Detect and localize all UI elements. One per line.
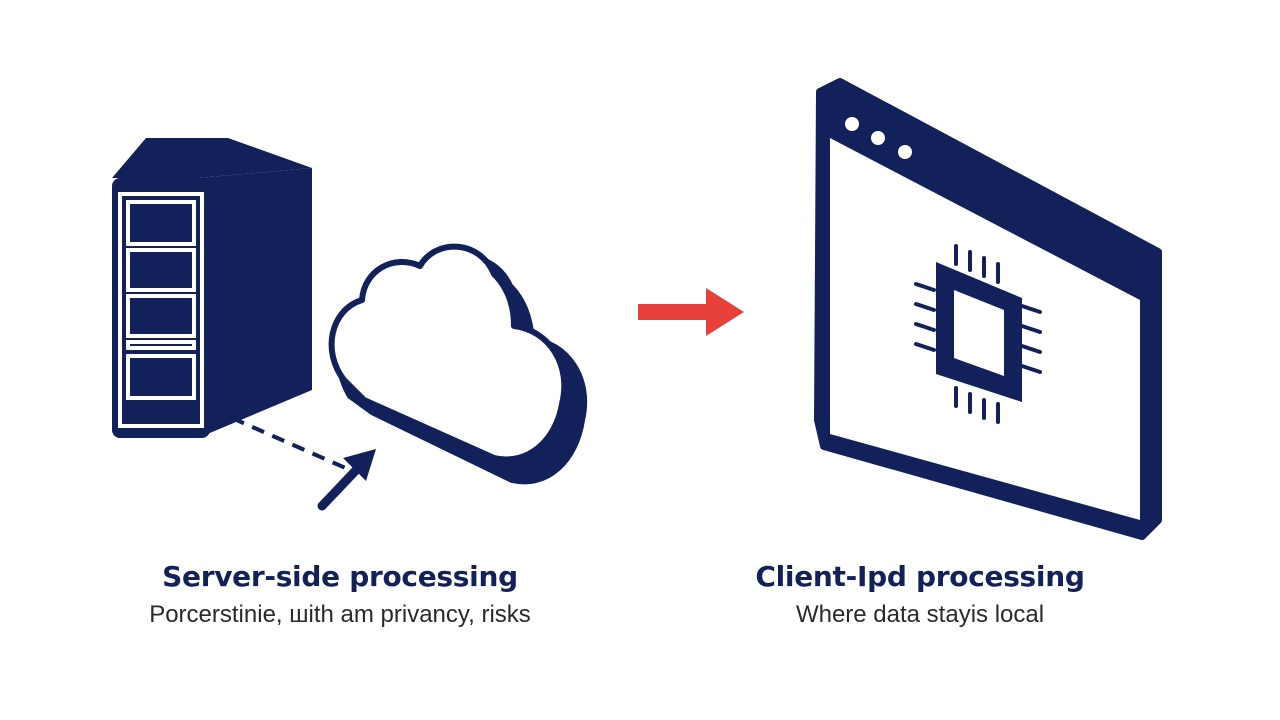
transition-arrow-shaft: [638, 304, 712, 320]
server-drive-bay: [126, 200, 196, 246]
chip-pins-bottom: [954, 386, 1000, 424]
browser-dot-icon: [871, 131, 885, 145]
server-drive-bay: [126, 294, 196, 338]
server-front-frame: [118, 192, 204, 428]
server-rack-icon: [112, 138, 312, 438]
server-drive-bay: [126, 354, 196, 400]
server-drive-bay: [126, 248, 196, 292]
chip-pins-left: [914, 282, 936, 352]
transition-arrow-head: [706, 288, 744, 336]
dashed-connector-line: [231, 416, 351, 472]
right-arrow-icon: [638, 288, 744, 336]
cloud-icon: [328, 243, 588, 485]
chip-die: [954, 290, 1004, 376]
server-drive-bay: [126, 340, 196, 350]
client-side-subtitle: Where data staуis local: [795, 601, 1045, 628]
server-top-face: [112, 138, 312, 178]
connector-arrow-head: [343, 449, 376, 481]
cpu-chip-icon: [914, 244, 1042, 424]
browser-dot-icon: [898, 145, 912, 159]
server-side-subtitle: Porcerstinie, шith am privancy, risks: [149, 601, 531, 628]
server-side-title: Server-side processing: [162, 560, 518, 593]
server-side-face: [198, 168, 312, 438]
server-side-caption: Server-side processing Porcerstinie, шit…: [80, 560, 600, 629]
client-side-title: Client-Ipd processing: [755, 560, 1085, 593]
cloud-front: [328, 243, 568, 463]
chip-pins-top: [954, 244, 1000, 284]
dashed-arrow-icon: [231, 416, 376, 511]
chip-pins-right: [1020, 304, 1042, 374]
connector-arrow-shaft: [317, 461, 365, 511]
browser-dot-icon: [845, 117, 859, 131]
client-side-caption: Client-Ipd processing Where data staуis …: [710, 560, 1130, 629]
